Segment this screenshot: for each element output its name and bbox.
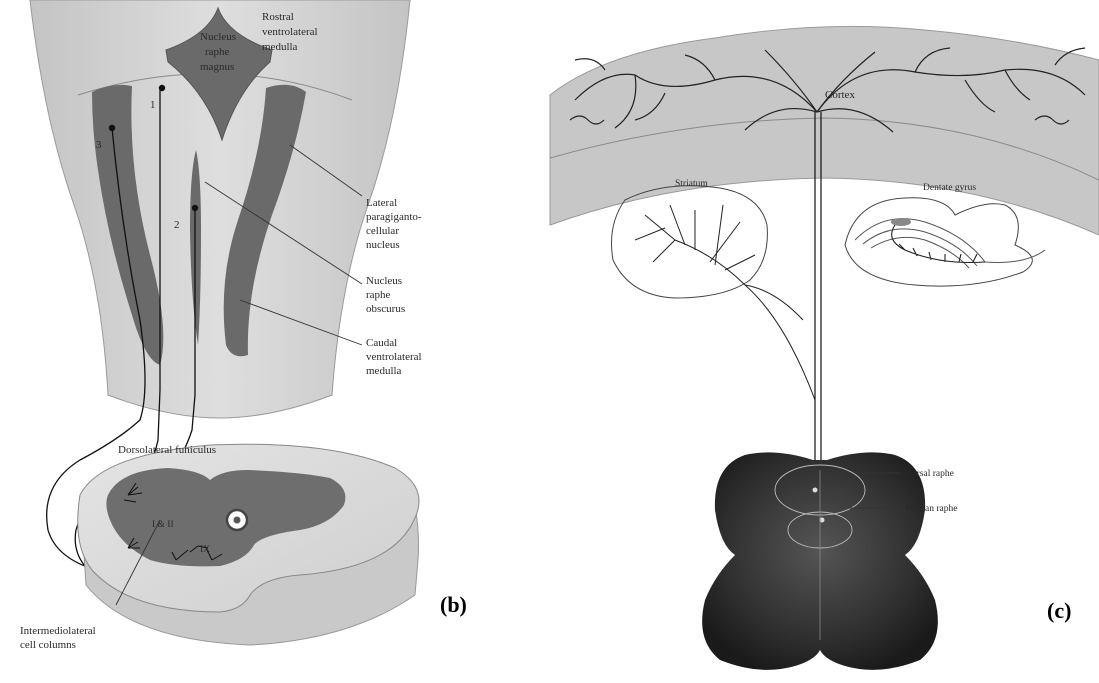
label-caudal-ventrolateral-medulla: Caudal ventrolateral medulla [366, 337, 424, 377]
label-lamina-9: IX [200, 545, 210, 555]
label-dorsal-raphe: Dorsal raphe [905, 469, 954, 479]
label-dentate-gyrus: Dentate gyrus [923, 183, 976, 193]
label-laminae-1-2: I & II [152, 520, 174, 530]
label-pathway-1: 1 [150, 99, 156, 111]
label-pathway-3: 3 [96, 139, 102, 151]
dorsal-raphe-soma [813, 488, 818, 493]
label-median-raphe: Median raphe [905, 504, 958, 514]
panel-c: Cortex Striatum Dentate gyrus Dorsal rap… [545, 0, 1099, 683]
dentate-gyrus-arbor [892, 225, 985, 263]
panel-b: Nucleus raphe magnus Rostral ventrolater… [0, 0, 545, 683]
label-intermediolateral: Intermediolateral cell columns [20, 625, 99, 651]
label-cortex: Cortex [825, 89, 855, 101]
panel-b-letter: (b) [440, 592, 467, 617]
hippocampus-outline [845, 198, 1032, 286]
label-pathway-2: 2 [174, 219, 180, 231]
label-lateral-paragigantocellular: Lateral paragiganto- cellular nucleus [366, 197, 424, 251]
striatum-outline [612, 186, 768, 298]
label-dorsolateral-funiculus: Dorsolateral funiculus [118, 444, 216, 456]
label-nucleus-raphe-obscurus: Nucleus raphe obscurus [366, 275, 405, 315]
cortex-band [550, 26, 1099, 235]
panel-b-drawing: Nucleus raphe magnus Rostral ventrolater… [0, 0, 545, 683]
panel-c-letter: (c) [1047, 598, 1071, 623]
label-striatum: Striatum [675, 179, 708, 189]
pathway-1-soma [159, 85, 165, 91]
striatum-arbors [635, 205, 815, 400]
panel-c-drawing: Cortex Striatum Dentate gyrus Dorsal rap… [545, 0, 1099, 683]
pathway-3-soma [109, 125, 115, 131]
pathway-2-soma [192, 205, 198, 211]
